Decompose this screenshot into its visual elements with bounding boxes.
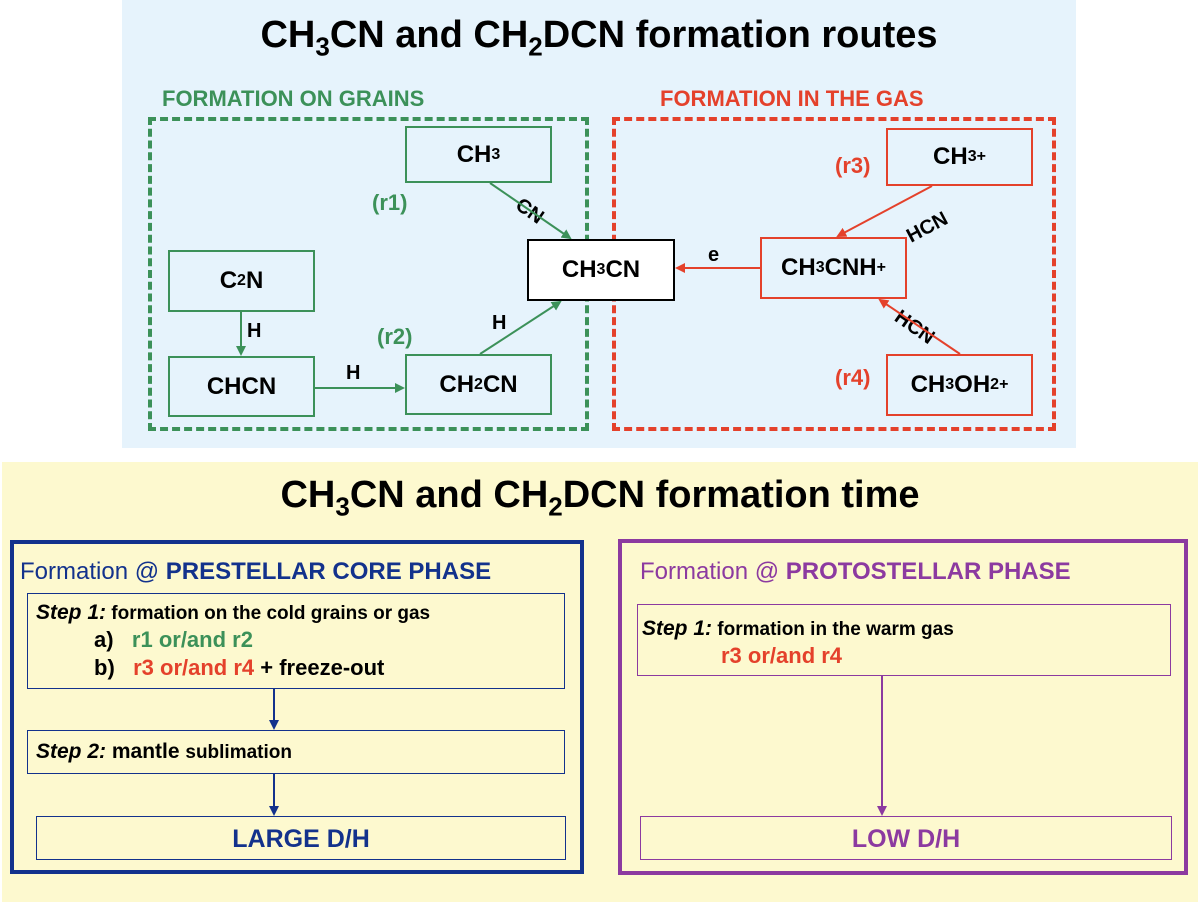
time-title: CH3CN and CH2DCN formation time (280, 474, 920, 522)
r2-label: (r2) (377, 324, 413, 349)
prestellar-step1-box (27, 593, 565, 689)
prestellar-step1-a: a) r1 or/and r2 (94, 627, 253, 652)
r3-label: (r3) (835, 153, 871, 178)
h-ch2cn-edge-label: H (492, 312, 507, 334)
gas-section-label: FORMATION IN THE GAS (660, 86, 924, 111)
prestellar-step1-b: b) r3 or/and r4 + freeze-out (94, 655, 385, 680)
prestellar-step1-line: Step 1: formation on the cold grains or … (36, 601, 431, 624)
h-c2n-edge-label: H (247, 320, 262, 342)
grains-section-label: FORMATION ON GRAINS (162, 86, 425, 111)
protostellar-reactions: r3 or/and r4 (721, 643, 843, 668)
protostellar-result-box (640, 816, 1172, 860)
protostellar-title: Formation @ PROTOSTELLAR PHASE (640, 558, 1071, 585)
prestellar-result-box (36, 816, 566, 860)
h-chcn-edge-label: H (346, 362, 361, 384)
protostellar-step1-box (637, 604, 1171, 676)
r1-label: (r1) (372, 190, 408, 215)
prestellar-step2-box (27, 730, 565, 774)
prestellar-step2-line: Step 2: mantle sublimation (36, 740, 292, 763)
routes-title: CH3CN and CH2DCN formation routes (260, 14, 938, 62)
large-dh-label: LARGE D/H (232, 825, 370, 853)
prestellar-frame (10, 540, 584, 874)
chcn-box: CHCN (168, 356, 315, 417)
prestellar-title: Formation @ PRESTELLAR CORE PHASE (20, 558, 492, 585)
r4-label: (r4) (835, 365, 871, 390)
protostellar-step1-line: Step 1: formation in the warm gas (642, 617, 954, 640)
low-dh-label: LOW D/H (851, 825, 961, 853)
protostellar-frame (618, 539, 1188, 875)
time-panel (2, 462, 1198, 902)
e-edge-label: e (708, 244, 720, 266)
